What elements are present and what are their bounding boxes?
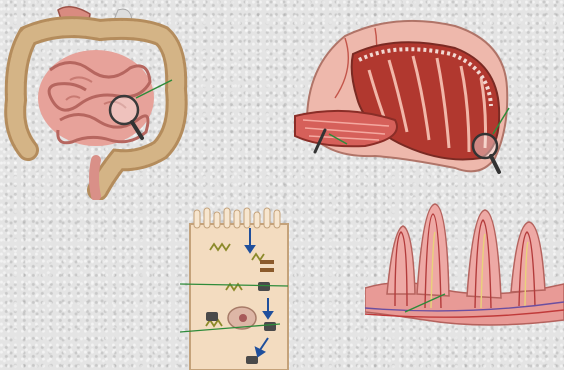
- villi: [387, 204, 545, 298]
- microvilli: [194, 208, 280, 228]
- small-intestine-cross-section-illustration: [285, 8, 564, 180]
- digestive-system-illustration: [0, 0, 200, 200]
- cell-body: [190, 224, 288, 370]
- intestine-section-panel: [285, 8, 564, 180]
- rectum: [94, 160, 96, 196]
- villi-panel: [365, 196, 564, 330]
- intestinal-villi-illustration: [365, 196, 564, 330]
- absorptive-cell-illustration: [180, 206, 296, 370]
- epithelial-cell-panel: [180, 206, 296, 370]
- digestive-tract-panel: [0, 0, 200, 200]
- nucleolus: [239, 314, 247, 322]
